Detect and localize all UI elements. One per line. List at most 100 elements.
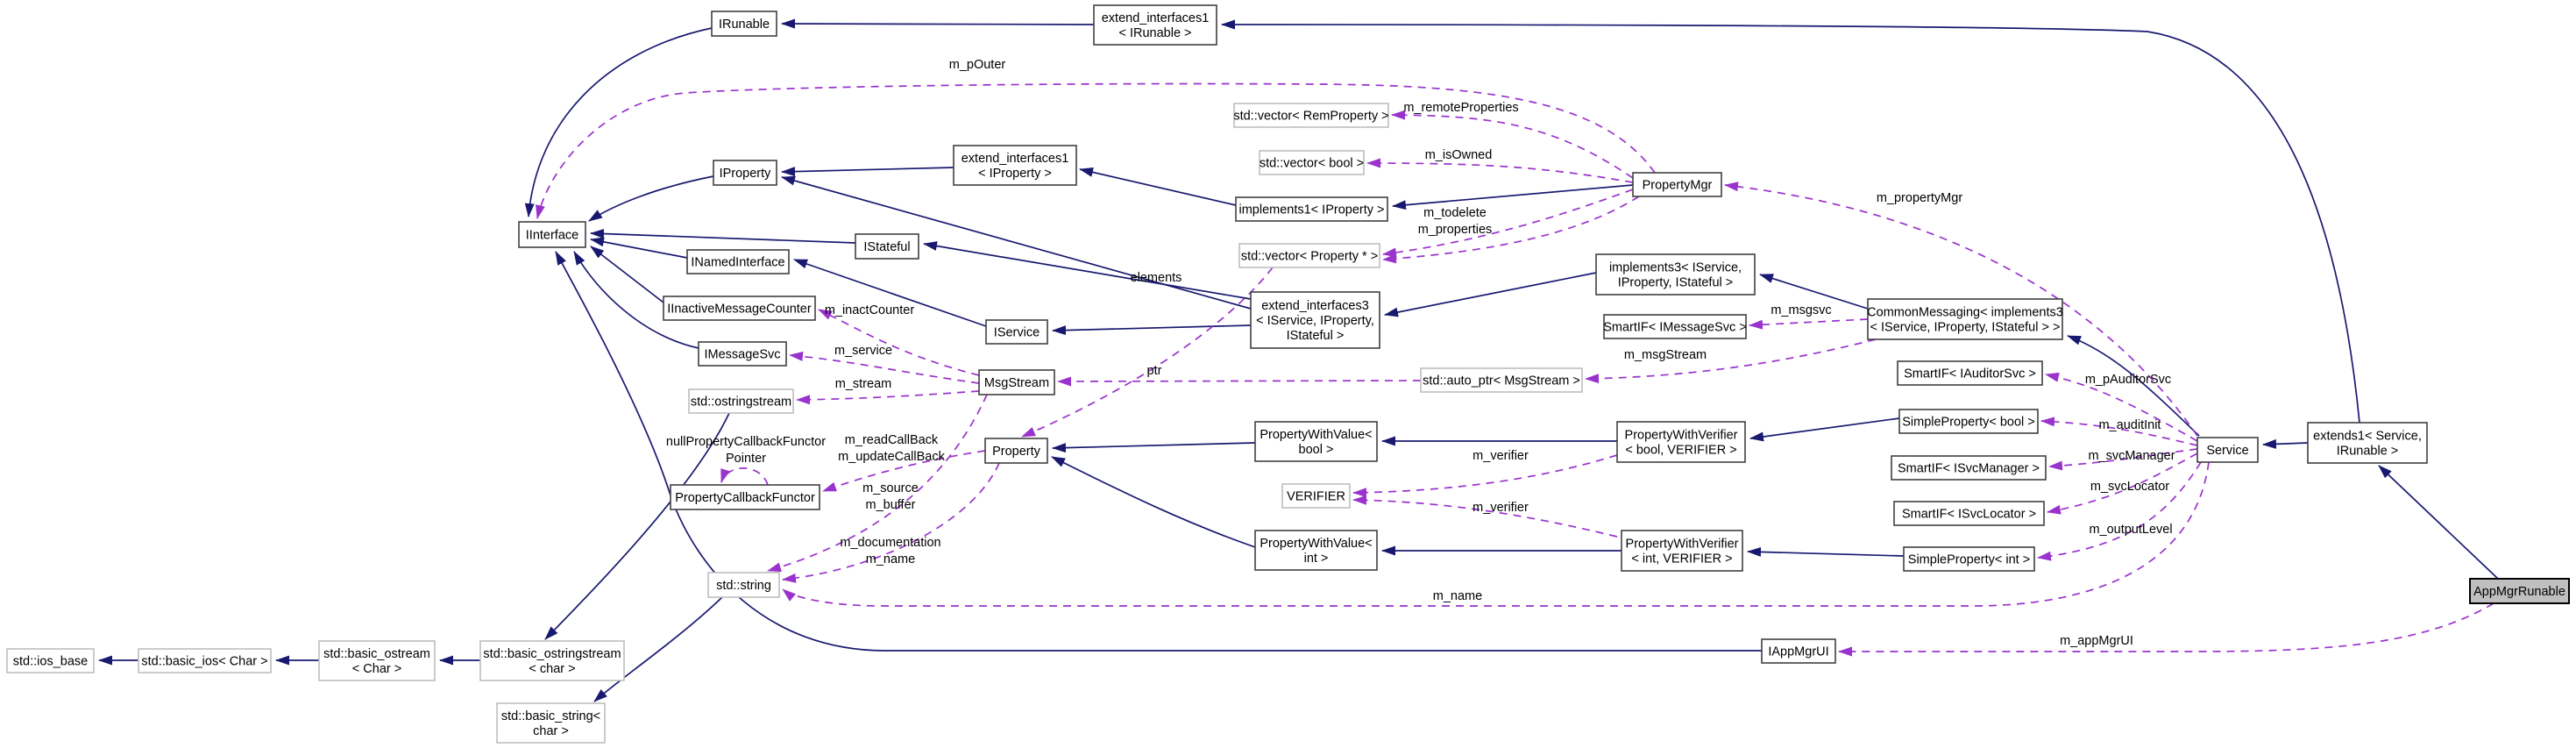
node-label-ext1-irunable: extend_interfaces1< IRunable > <box>1102 11 1210 40</box>
node-ios-base[interactable]: std::ios_base <box>6 648 95 673</box>
node-label-autoptr-msgstream: std::auto_ptr< MsgStream > <box>1423 374 1580 388</box>
node-label-stdstring: std::string <box>716 579 771 593</box>
node-irunable[interactable]: IRunable <box>711 11 777 37</box>
edge-use-propertymgr--vec-bool <box>1366 158 1634 183</box>
node-vec-property[interactable]: std::vector< Property * > <box>1238 243 1380 268</box>
edge-use-commonmessaging--autoptr-msgstream <box>1585 338 1877 384</box>
node-label-basic-ios: std::basic_ios< Char > <box>141 655 267 669</box>
node-pwvalue-bool[interactable]: PropertyWithValue<bool > <box>1254 421 1378 462</box>
edge-inherit-ext1-irunable--irunable <box>781 18 1095 29</box>
edge-use-service--smartif-isvcmanager <box>2048 448 2198 471</box>
node-ostringstream[interactable]: std::ostringstream <box>688 388 794 414</box>
node-msgstream[interactable]: MsgStream <box>978 369 1055 395</box>
node-extends1[interactable]: extends1< Service,IRunable > <box>2307 422 2428 464</box>
node-label-simpleproperty-int: SimpleProperty< int > <box>1908 553 2030 567</box>
node-basic-ios[interactable]: std::basic_ios< Char > <box>138 648 272 673</box>
node-commonmessaging[interactable]: CommonMessaging< implements3< IService, … <box>1867 298 2063 340</box>
node-vec-bool[interactable]: std::vector< bool > <box>1259 150 1365 175</box>
edge-inherit-ext3--iservice <box>1052 324 1252 336</box>
node-property[interactable]: Property <box>984 438 1048 464</box>
node-label-vec-remproperty: std::vector< RemProperty > <box>1233 110 1388 124</box>
edge-use-service--stdstring <box>782 461 2210 607</box>
node-label-pwverifier-bool: PropertyWithVerifier< bool, VERIFIER > <box>1625 429 1738 458</box>
node-iinterface[interactable]: IInterface <box>518 221 586 248</box>
edge-use-service--simpleproperty-bool <box>2040 417 2198 446</box>
node-stdstring[interactable]: std::string <box>707 572 780 598</box>
node-label-irunable: IRunable <box>719 18 770 32</box>
node-verifier[interactable]: VERIFIER <box>1281 483 1351 509</box>
node-impl1-iproperty[interactable]: implements1< IProperty > <box>1235 196 1388 222</box>
edge-inherit-impl1-iproperty--ext1-iproperty <box>1079 167 1237 206</box>
node-pwvalue-int[interactable]: PropertyWithValue<int > <box>1254 530 1378 571</box>
node-pwverifier-bool[interactable]: PropertyWithVerifier< bool, VERIFIER > <box>1616 421 1746 463</box>
edge-use-propertymgr--iinterface <box>536 82 1656 219</box>
edge-inherit-ostringstream--basic-ostringstream <box>544 412 730 640</box>
node-autoptr-msgstream[interactable]: std::auto_ptr< MsgStream > <box>1420 367 1583 393</box>
node-smartif-iauditorsvc[interactable]: SmartIF< IAuditorSvc > <box>1897 360 2043 386</box>
node-label-vec-bool: std::vector< bool > <box>1260 157 1364 171</box>
node-smartif-isvclocator[interactable]: SmartIF< ISvcLocator > <box>1893 501 2045 526</box>
node-smartif-isvcmanager[interactable]: SmartIF< ISvcManager > <box>1891 455 2047 481</box>
edge-inherit-iinactivemessagecounter--iinterface <box>590 246 664 303</box>
node-label-ext3: extend_interfaces3< IService, IProperty,… <box>1256 299 1374 343</box>
node-label-ostringstream: std::ostringstream <box>691 395 791 410</box>
node-smartif-imessagesvc[interactable]: SmartIF< IMessageSvc > <box>1603 314 1747 339</box>
edge-label-m_pAuditorSvc: m_pAuditorSvc <box>2085 373 2171 387</box>
node-propertycallbackfunctor[interactable]: PropertyCallbackFunctor <box>670 484 820 510</box>
node-vec-remproperty[interactable]: std::vector< RemProperty > <box>1233 103 1389 128</box>
edge-label-ptr: ptr <box>1147 364 1162 378</box>
node-impl3[interactable]: implements3< IService,IProperty, IStatef… <box>1595 253 1756 296</box>
node-iinactivemessagecounter[interactable]: IInactiveMessageCounter <box>663 296 816 321</box>
edge-label-m_msgsvc: m_msgsvc <box>1771 303 1831 317</box>
edge-use-propertymgr--vec-property <box>1382 196 1640 264</box>
node-pwverifier-int[interactable]: PropertyWithVerifier< int, VERIFIER > <box>1621 530 1743 572</box>
edge-use-service--simpleproperty-int <box>2037 461 2202 561</box>
edge-use-msgstream--stdstring <box>767 394 988 573</box>
edge-inherit-impl3--ext3 <box>1384 272 1597 317</box>
node-appmgrrunable[interactable]: AppMgrRunable <box>2469 578 2570 604</box>
edge-label-m_appMgrUI: m_appMgrUI <box>2060 634 2133 648</box>
edge-inherit-appmgrrunable--extends1 <box>2378 465 2499 580</box>
node-propertymgr[interactable]: PropertyMgr <box>1632 172 1722 197</box>
node-label-smartif-isvcmanager: SmartIF< ISvcManager > <box>1898 462 2040 476</box>
node-label-extends1: extends1< Service,IRunable > <box>2313 430 2422 459</box>
node-label-property: Property <box>992 445 1041 459</box>
nodes-layer: IRunable extend_interfaces1< IRunable > IP… <box>6 4 2570 744</box>
edge-label-m_svcManager: m_svcManager <box>2088 449 2175 463</box>
node-label-commonmessaging: CommonMessaging< implements3< IService, … <box>1867 306 2063 335</box>
edge-label-m_stream: m_stream <box>835 377 891 391</box>
node-label-pwvalue-bool: PropertyWithValue<bool > <box>1260 428 1372 457</box>
edge-inherit-extends1--service <box>2262 438 2309 449</box>
edge-inherit-iproperty--iinterface <box>588 175 714 222</box>
edge-inherit-ext3--iproperty <box>781 175 1252 310</box>
node-iproperty[interactable]: IProperty <box>713 160 777 186</box>
edge-use-service--smartif-iauditorsvc <box>2045 372 2198 442</box>
node-ext1-iproperty[interactable]: extend_interfaces1< IProperty > <box>953 145 1077 186</box>
node-simpleproperty-bool[interactable]: SimpleProperty< bool > <box>1898 409 2039 434</box>
edge-inherit-irunable--iinterface <box>524 27 713 217</box>
edge-use-appmgrrunable--iappmgrui <box>1838 602 2494 657</box>
node-istateful[interactable]: IStateful <box>855 233 919 260</box>
edge-inherit-simpleproperty-bool--pwverifier-bool <box>1749 417 1900 442</box>
node-iservice[interactable]: IService <box>985 319 1048 345</box>
node-label-appmgrrunable: AppMgrRunable <box>2473 585 2565 599</box>
node-ext1-irunable[interactable]: extend_interfaces1< IRunable > <box>1093 4 1217 46</box>
edge-inherit-pwvalue-bool--property <box>1052 442 1256 453</box>
node-basic-ostringstream[interactable]: std::basic_ostringstream< char > <box>479 640 625 681</box>
node-service[interactable]: Service <box>2196 437 2259 463</box>
node-iappmgrui[interactable]: IAppMgrUI <box>1761 638 1836 664</box>
edge-label-m_verifier: m_verifier <box>1473 449 1529 463</box>
edge-inherit-imessagesvc--iinterface <box>573 251 699 349</box>
node-ext3[interactable]: extend_interfaces3< IService, IProperty,… <box>1250 291 1380 349</box>
edge-label-elements: elements <box>1131 271 1182 285</box>
node-imessagesvc[interactable]: IMessageSvc <box>698 341 787 367</box>
node-basic-string[interactable]: std::basic_string<char > <box>496 702 606 744</box>
node-simpleproperty-int[interactable]: SimpleProperty< int > <box>1903 546 2035 572</box>
node-basic-ostream[interactable]: std::basic_ostream< Char > <box>318 640 436 681</box>
edge-label-m_name: m_name <box>1433 589 1482 603</box>
node-inamedinterface[interactable]: INamedInterface <box>686 249 790 274</box>
edge-inherit-commonmessaging--impl3 <box>1759 274 1869 310</box>
